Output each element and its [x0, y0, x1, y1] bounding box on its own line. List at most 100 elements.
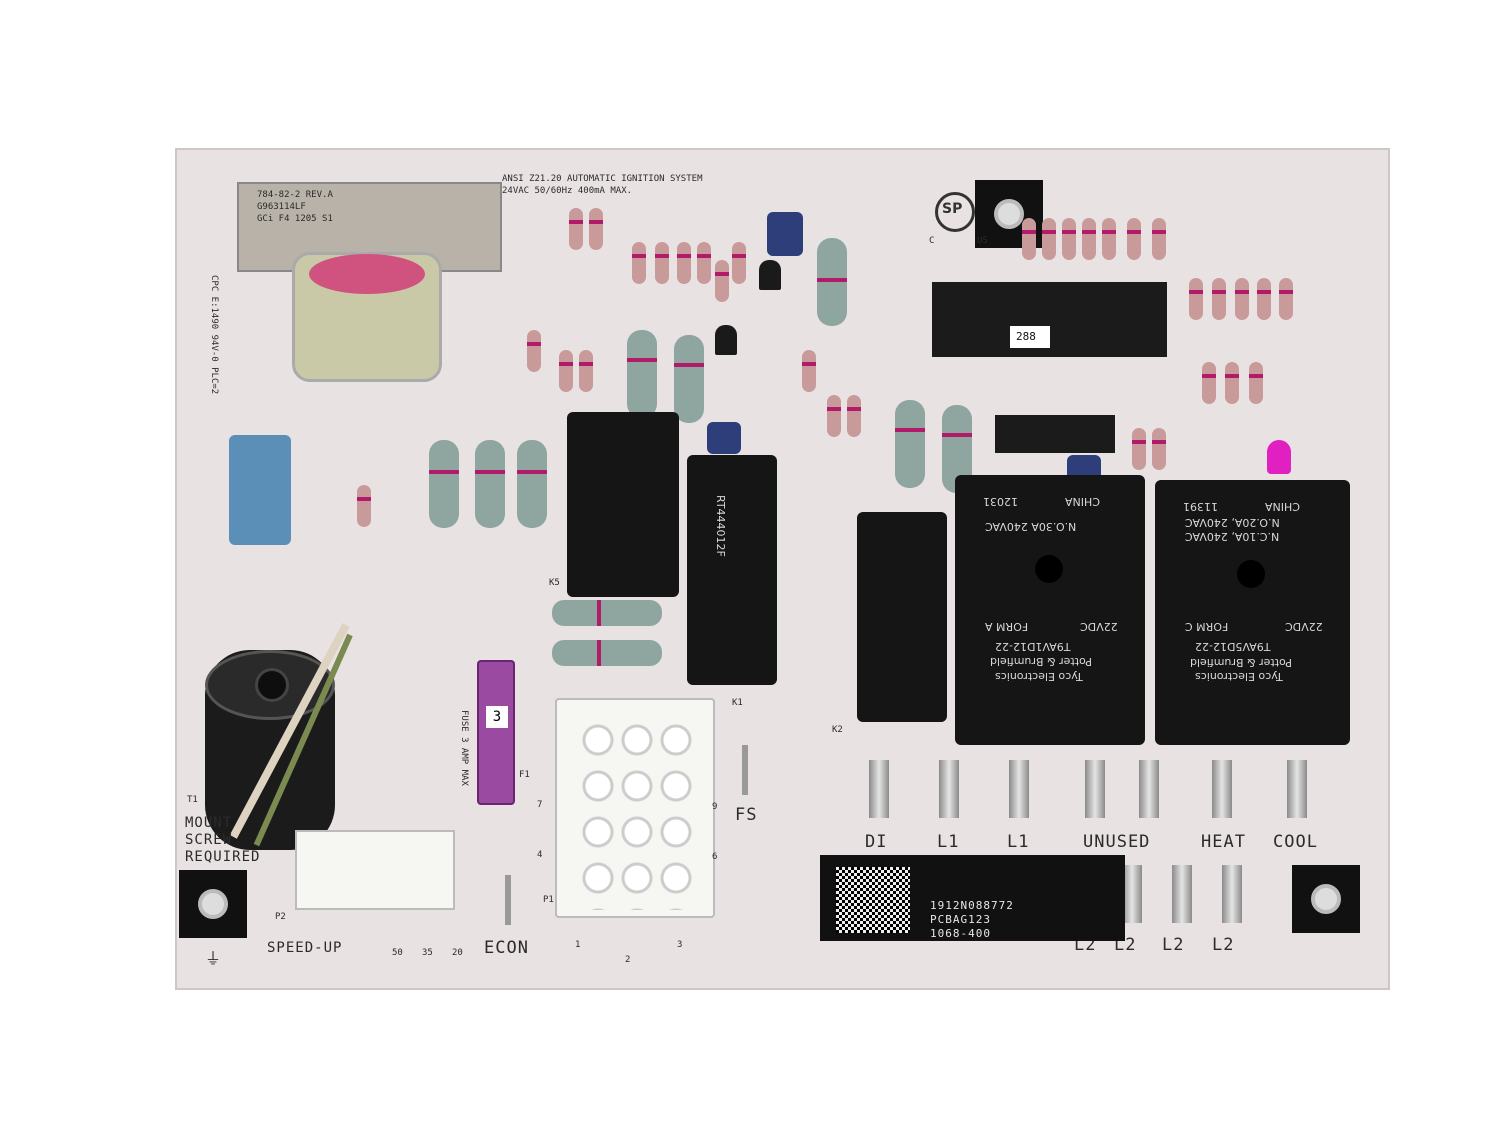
relay-c-rating-1: N.O.20A, 240VAC	[1185, 516, 1280, 529]
mount-pad-bottom-right	[1292, 865, 1360, 933]
part-number: PCBAG123	[930, 913, 991, 926]
mount-pad-bottom-left	[179, 870, 247, 938]
resistor	[1257, 278, 1271, 320]
terminal-label-l2-c: L2	[1162, 935, 1185, 955]
relay-a-form: FORM A	[985, 620, 1029, 633]
relay-c-brand-1: Potter & Brumfield	[1190, 656, 1292, 669]
horizontal-power-resistor	[552, 600, 662, 626]
connector-pin-1: 1	[575, 940, 581, 950]
speed-35: 35	[422, 948, 433, 958]
relay-a-brand-2: Tyco Electronics	[995, 670, 1083, 683]
fuse-mark: 3	[486, 706, 508, 728]
resistor	[569, 208, 583, 250]
resistor	[1022, 218, 1036, 260]
power-resistor	[517, 440, 547, 528]
terminal-l1-b	[1009, 760, 1029, 818]
pressure-switch	[205, 590, 360, 850]
chip-label-text: 288	[1016, 330, 1036, 343]
resistor	[1152, 428, 1166, 470]
power-resistor	[895, 400, 925, 488]
fuse: 3	[477, 660, 515, 805]
csa-mark-text: SP	[942, 201, 963, 217]
relay-a-rating: N.O.30A 240VAC	[985, 520, 1077, 533]
fs-label: FS	[735, 805, 758, 825]
resistor	[1082, 218, 1096, 260]
resistor	[1189, 278, 1203, 320]
terminal-di	[869, 760, 889, 818]
terminal-unused-a	[1085, 760, 1105, 818]
resistor	[1102, 218, 1116, 260]
terminal-l2-b	[1122, 865, 1142, 923]
transformer-core	[309, 254, 425, 294]
resistor	[1202, 362, 1216, 404]
transistor	[715, 325, 737, 355]
resistor	[1152, 218, 1166, 260]
serial-number: 1912N088772	[930, 899, 1014, 912]
transformer-label-3: GCi F4 1205 S1	[257, 214, 333, 224]
relay-a-brand-1: Potter & Brumfield	[990, 655, 1092, 668]
resistor	[1212, 278, 1226, 320]
p2-label: P2	[275, 912, 286, 922]
pressure-switch-port	[255, 668, 289, 702]
csa-us-label: US	[977, 236, 988, 246]
resistor	[1279, 278, 1293, 320]
k2-label: K2	[832, 725, 843, 735]
connector-side-6: 6	[712, 852, 718, 862]
resistor	[1235, 278, 1249, 320]
terminal-l1-a	[939, 760, 959, 818]
resistor	[632, 242, 646, 284]
model-number: 1068-400	[930, 927, 991, 940]
speed-20: 20	[452, 948, 463, 958]
connector-pin-2: 2	[625, 955, 631, 965]
k5-label: K5	[549, 578, 560, 588]
connector-side-4: 4	[537, 850, 543, 860]
resistor	[357, 485, 371, 527]
transformer-label-1: 784-82-2 REV.A	[257, 190, 333, 200]
csa-c-label: C	[929, 236, 935, 246]
econ-pin	[505, 875, 511, 925]
serial-label-strip: 1912N088772 PCBAG123 1068-400	[820, 855, 1125, 941]
horizontal-power-resistor	[552, 640, 662, 666]
terminal-l2-c	[1172, 865, 1192, 923]
resistor	[1132, 428, 1146, 470]
relay-form-a: 12031 CHINA N.O.30A 240VAC FORM A 22VDC …	[955, 475, 1145, 745]
resistor	[802, 350, 816, 392]
mount-pad-top-right	[975, 180, 1043, 248]
connector-side-7: 7	[537, 800, 543, 810]
relay-c-brand-2: Tyco Electronics	[1195, 670, 1283, 683]
circuit-board: ANSI Z21.20 AUTOMATIC IGNITION SYSTEM 2 4…	[175, 148, 1390, 990]
resistor	[715, 260, 729, 302]
electrolytic-capacitor-2	[707, 422, 741, 454]
fs-pin	[742, 745, 748, 795]
power-resistor	[475, 440, 505, 528]
terminal-l2-d	[1222, 865, 1242, 923]
relay-k1: RT444012F	[687, 455, 777, 685]
relay-k2	[857, 512, 947, 722]
transformer-label-2: G963114LF	[257, 202, 306, 212]
terminal-label-l1-a: L1	[937, 832, 960, 852]
terminal-heat	[1212, 760, 1232, 818]
main-connector	[555, 698, 715, 918]
relay-c-model: T9AV5D12-22	[1195, 640, 1271, 653]
resistor	[1127, 218, 1141, 260]
resistor	[655, 242, 669, 284]
relay-a-date: 12031	[983, 495, 1018, 508]
mount-note-3: REQUIRED	[185, 849, 261, 865]
relay-c-voltage: 22VDC	[1285, 620, 1323, 633]
p1-label: P1	[543, 895, 554, 905]
relay-c-date: 11391	[1183, 500, 1218, 513]
k1-label: K1	[732, 698, 743, 708]
header-line-1: ANSI Z21.20 AUTOMATIC IGNITION SYSTEM	[502, 174, 703, 184]
terminal-label-cool: COOL	[1273, 832, 1318, 852]
resistor	[1225, 362, 1239, 404]
power-resistor	[817, 238, 847, 326]
relay-c-rating-2: N.C.10A, 240VAC	[1185, 530, 1280, 543]
terminal-label-unused: UNUSED	[1083, 832, 1151, 852]
relay-c-coil-hole	[1237, 560, 1265, 588]
resistor	[579, 350, 593, 392]
speed-up-label: SPEED-UP	[267, 940, 343, 956]
econ-label: ECON	[484, 938, 529, 958]
speed-up-connector	[295, 830, 455, 910]
terminal-label-heat: HEAT	[1201, 832, 1246, 852]
resistor	[827, 395, 841, 437]
